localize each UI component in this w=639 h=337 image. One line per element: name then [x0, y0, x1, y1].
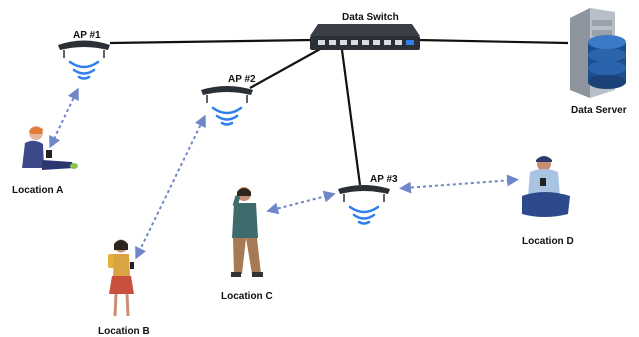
wireless-link-ap2-location-b [135, 114, 206, 260]
ap3-label: AP #3 [370, 174, 398, 185]
wifi-signal-icon [348, 205, 380, 225]
person-icon [22, 126, 78, 170]
ap1-label: AP #1 [73, 30, 101, 41]
cable-links [109, 38, 569, 186]
cable-ap1-switch [109, 38, 313, 45]
location-b-label: Location B [98, 326, 150, 337]
database-icon [588, 35, 626, 89]
person-icon [108, 239, 134, 317]
person-icon [522, 156, 570, 217]
location-c-label: Location C [221, 291, 273, 302]
wireless-link-ap3-location-d [399, 174, 519, 194]
ap2-label: AP #2 [228, 74, 256, 85]
cable-switch-ap3 [340, 49, 362, 186]
wifi-signal-icon [68, 60, 100, 80]
wireless-links [49, 87, 519, 260]
location-a-label: Location A [12, 185, 63, 196]
wireless-link-ap3-location-c [266, 190, 336, 215]
network-switch-icon [310, 24, 420, 50]
person-icon [231, 187, 263, 277]
data-server-label: Data Server [571, 105, 627, 116]
wireless-link-ap1-location-a [49, 87, 79, 149]
access-point-icon [58, 40, 110, 58]
location-d-label: Location D [522, 236, 574, 247]
cable-switch-ap2 [249, 47, 323, 89]
access-point-icon [338, 185, 390, 202]
wifi-signal-icon [211, 106, 243, 126]
data-switch-label: Data Switch [342, 12, 399, 23]
cable-switch-server [417, 38, 569, 45]
access-point-icon [201, 86, 253, 103]
